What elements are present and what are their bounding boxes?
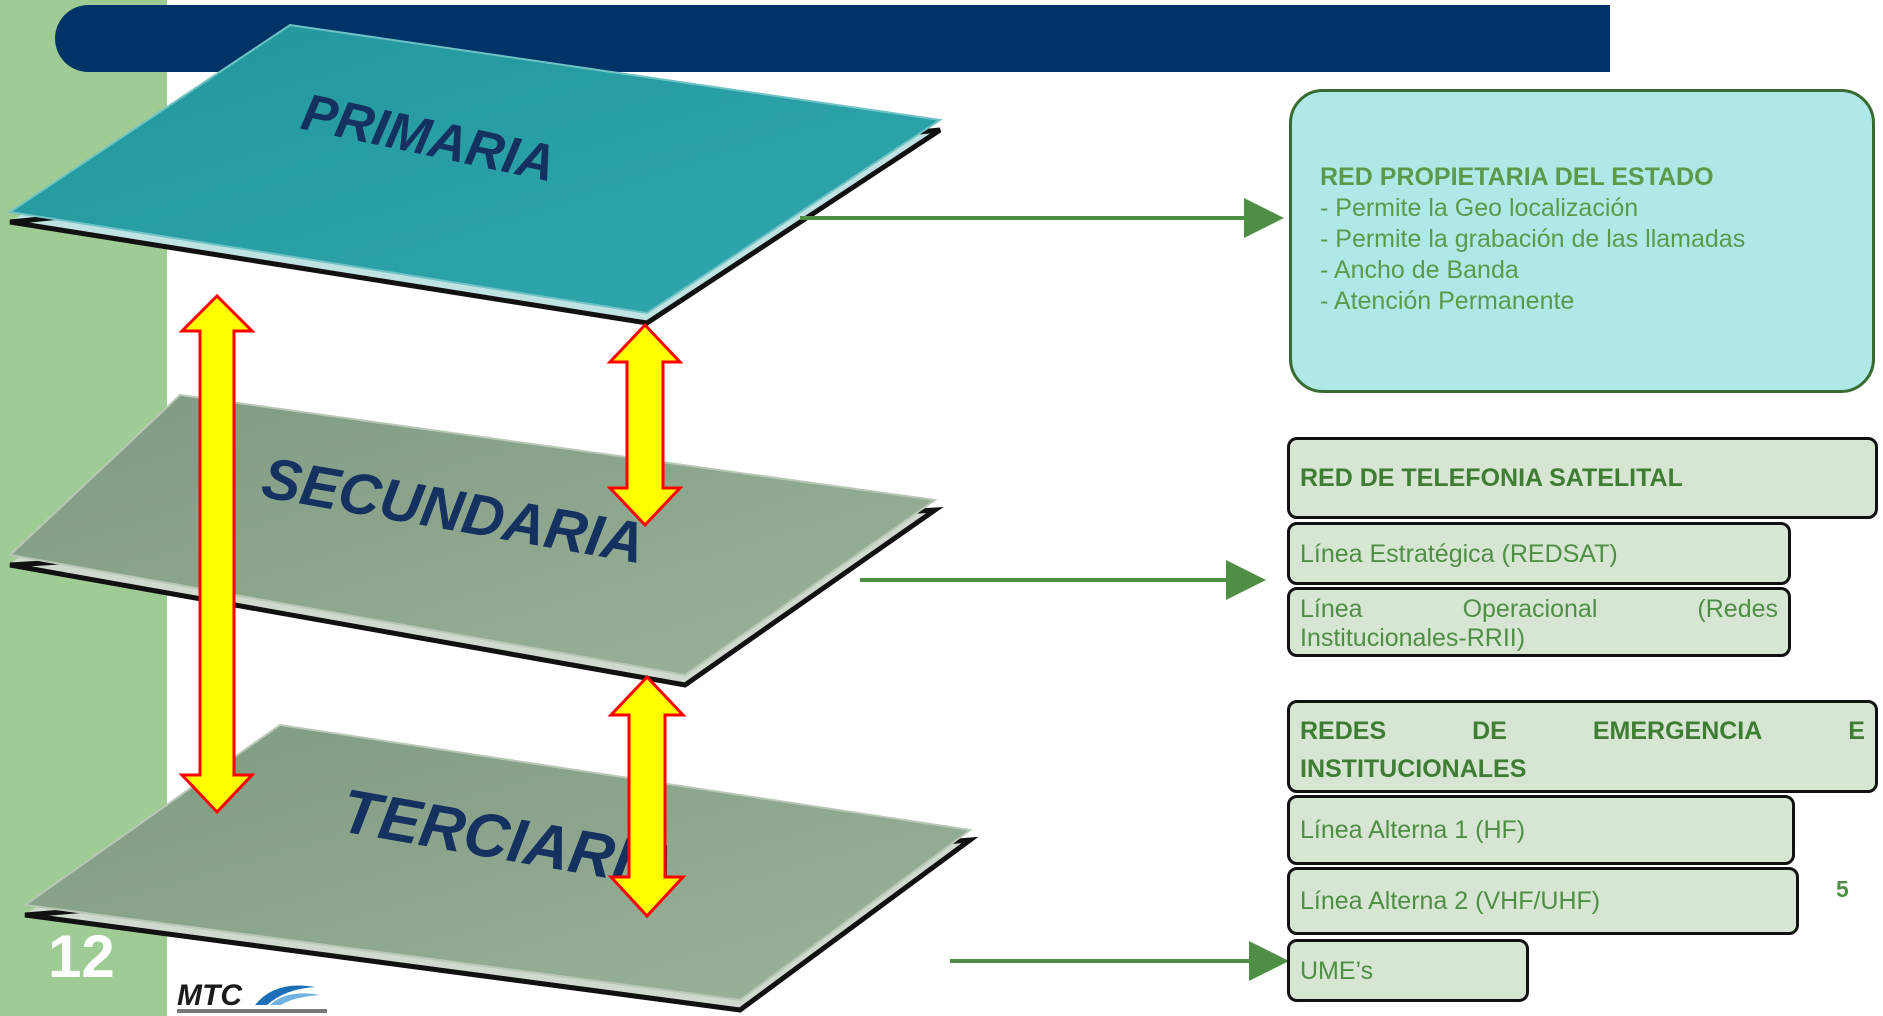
terciaria-row-3: UME’s <box>1287 939 1529 1002</box>
terciaria-header-word: REDES <box>1300 717 1387 745</box>
secundaria-row-2: Línea Operacional (Redes Institucionales… <box>1287 587 1791 657</box>
terciaria-header-line-1: REDES DE EMERGENCIA E <box>1300 711 1865 751</box>
secundaria-row-2-line-2: Institucionales-RRII) <box>1300 624 1526 652</box>
secundaria-row-2-word: Operacional <box>1462 595 1598 623</box>
mtc-logo-text: MTC <box>177 979 243 1012</box>
terciaria-header-box: REDES DE EMERGENCIA E INSTITUCIONALES <box>1287 700 1878 793</box>
primaria-title: RED PROPIETARIA DEL ESTADO <box>1320 163 1714 191</box>
secundaria-row-1: Línea Estratégica (REDSAT) <box>1287 522 1791 585</box>
mtc-logo-subtitle <box>177 1009 327 1013</box>
page-number: 5 <box>1836 876 1849 902</box>
primaria-line: - Atención Permanente <box>1320 287 1575 315</box>
secundaria-row-2-line-1: Línea Operacional (Redes <box>1300 594 1778 624</box>
double-arrow-primaria-secundaria <box>606 322 684 528</box>
secundaria-row-2-word: Línea <box>1300 595 1363 623</box>
terciaria-row-2: Línea Alterna 2 (VHF/UHF) <box>1287 867 1799 935</box>
terciaria-header-word: E <box>1848 717 1865 745</box>
terciaria-row-3-text: UME’s <box>1300 957 1374 985</box>
mtc-logo: MTC <box>177 979 327 1013</box>
terciaria-row-2-text: Línea Alterna 2 (VHF/UHF) <box>1300 887 1601 915</box>
terciaria-header-word: DE <box>1472 717 1507 745</box>
terciaria-row-1: Línea Alterna 1 (HF) <box>1287 795 1795 865</box>
layer-secundaria <box>7 393 944 688</box>
secundaria-header-box: RED DE TELEFONIA SATELITAL <box>1287 437 1878 519</box>
primaria-line: - Permite la grabación de las llamadas <box>1320 225 1746 253</box>
terciaria-header-word: EMERGENCIA <box>1592 717 1763 745</box>
terciaria-row-1-text: Línea Alterna 1 (HF) <box>1300 816 1526 844</box>
mtc-logo-swoosh-2 <box>270 993 320 1005</box>
primaria-line: - Permite la Geo localización <box>1320 194 1639 222</box>
primaria-description-box: RED PROPIETARIA DEL ESTADO - Permite la … <box>1289 89 1875 393</box>
terciaria-header-line-2: INSTITUCIONALES <box>1300 755 1527 783</box>
double-arrow-secundaria-terciaria <box>607 674 687 919</box>
secundaria-header: RED DE TELEFONIA SATELITAL <box>1300 464 1683 492</box>
primaria-line: - Ancho de Banda <box>1320 256 1519 284</box>
secundaria-row-1-text: Línea Estratégica (REDSAT) <box>1300 540 1618 568</box>
double-arrow-left <box>178 293 256 815</box>
layer-terciaria <box>22 723 979 1013</box>
secundaria-row-2-word: (Redes <box>1697 595 1778 623</box>
mtc-logo-swoosh <box>255 985 315 1005</box>
slide-number: 12 <box>48 923 115 990</box>
layer-primaria <box>7 23 943 326</box>
